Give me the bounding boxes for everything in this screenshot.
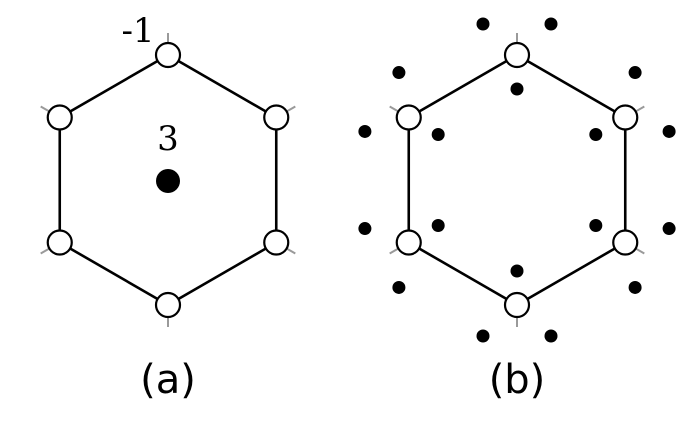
panel-a-vertex [154, 291, 182, 319]
panel-b-outer-dot [544, 329, 558, 343]
panel-b-edge [408, 53, 518, 119]
panel-a-vertex [263, 229, 290, 256]
panel-a-vertex [154, 41, 182, 69]
center-weight-label: 3 [157, 119, 179, 159]
panel-b-outer-dot [358, 124, 372, 138]
panel-a-caption: (a) [140, 357, 196, 403]
panel-b-vertex [395, 104, 422, 131]
panel-a-edge [167, 53, 277, 119]
panel-a-hexagon [40, 33, 296, 327]
panel-b-vertex [612, 229, 639, 256]
panel-b-outer-dot [662, 222, 676, 236]
panel-b-caption: (b) [489, 357, 546, 403]
panel-b-outer-dot [392, 280, 406, 294]
panel-b-inner-dot [431, 219, 445, 232]
panel-b-edge [516, 53, 626, 119]
panel-b-inner-dot [589, 219, 603, 232]
panel-b-inner-dot [510, 264, 524, 278]
center-dot [156, 169, 180, 193]
panel-b-inner-dot [589, 128, 603, 141]
panel-b-hexagon [389, 33, 645, 327]
panel-b: (b) [358, 17, 676, 403]
panel-b-vertex [503, 291, 531, 319]
panel-a-edge [59, 241, 169, 307]
panel-a-vertex [46, 229, 73, 256]
panel-a-vertex [46, 104, 73, 131]
panel-b-vertex [503, 41, 531, 69]
panel-a-edge [167, 241, 277, 307]
panel-b-outer-dot [628, 280, 642, 294]
panel-b-outer-dot [662, 124, 676, 138]
panel-a-vertex [263, 104, 290, 131]
panel-b-outer-dot [476, 17, 490, 31]
panel-b-outer-dot [358, 222, 372, 236]
panel-b-outer-dot [476, 329, 490, 343]
panel-b-vertex [395, 229, 422, 256]
panel-b-inner-dot [431, 128, 445, 141]
panel-b-inner-dot [510, 82, 524, 96]
panel-b-vertex [612, 104, 639, 131]
vertex-weight-label: -1 [121, 11, 154, 51]
panel-a-edge [59, 53, 169, 119]
panel-a: -1 3 (a) [40, 11, 296, 403]
panel-b-edge [516, 241, 626, 307]
panel-b-outer-dot [628, 66, 642, 80]
panel-b-edge [408, 241, 518, 307]
panel-b-outer-dot [392, 66, 406, 80]
panel-b-outer-dot [544, 17, 558, 31]
panel-b-dots [358, 17, 676, 343]
